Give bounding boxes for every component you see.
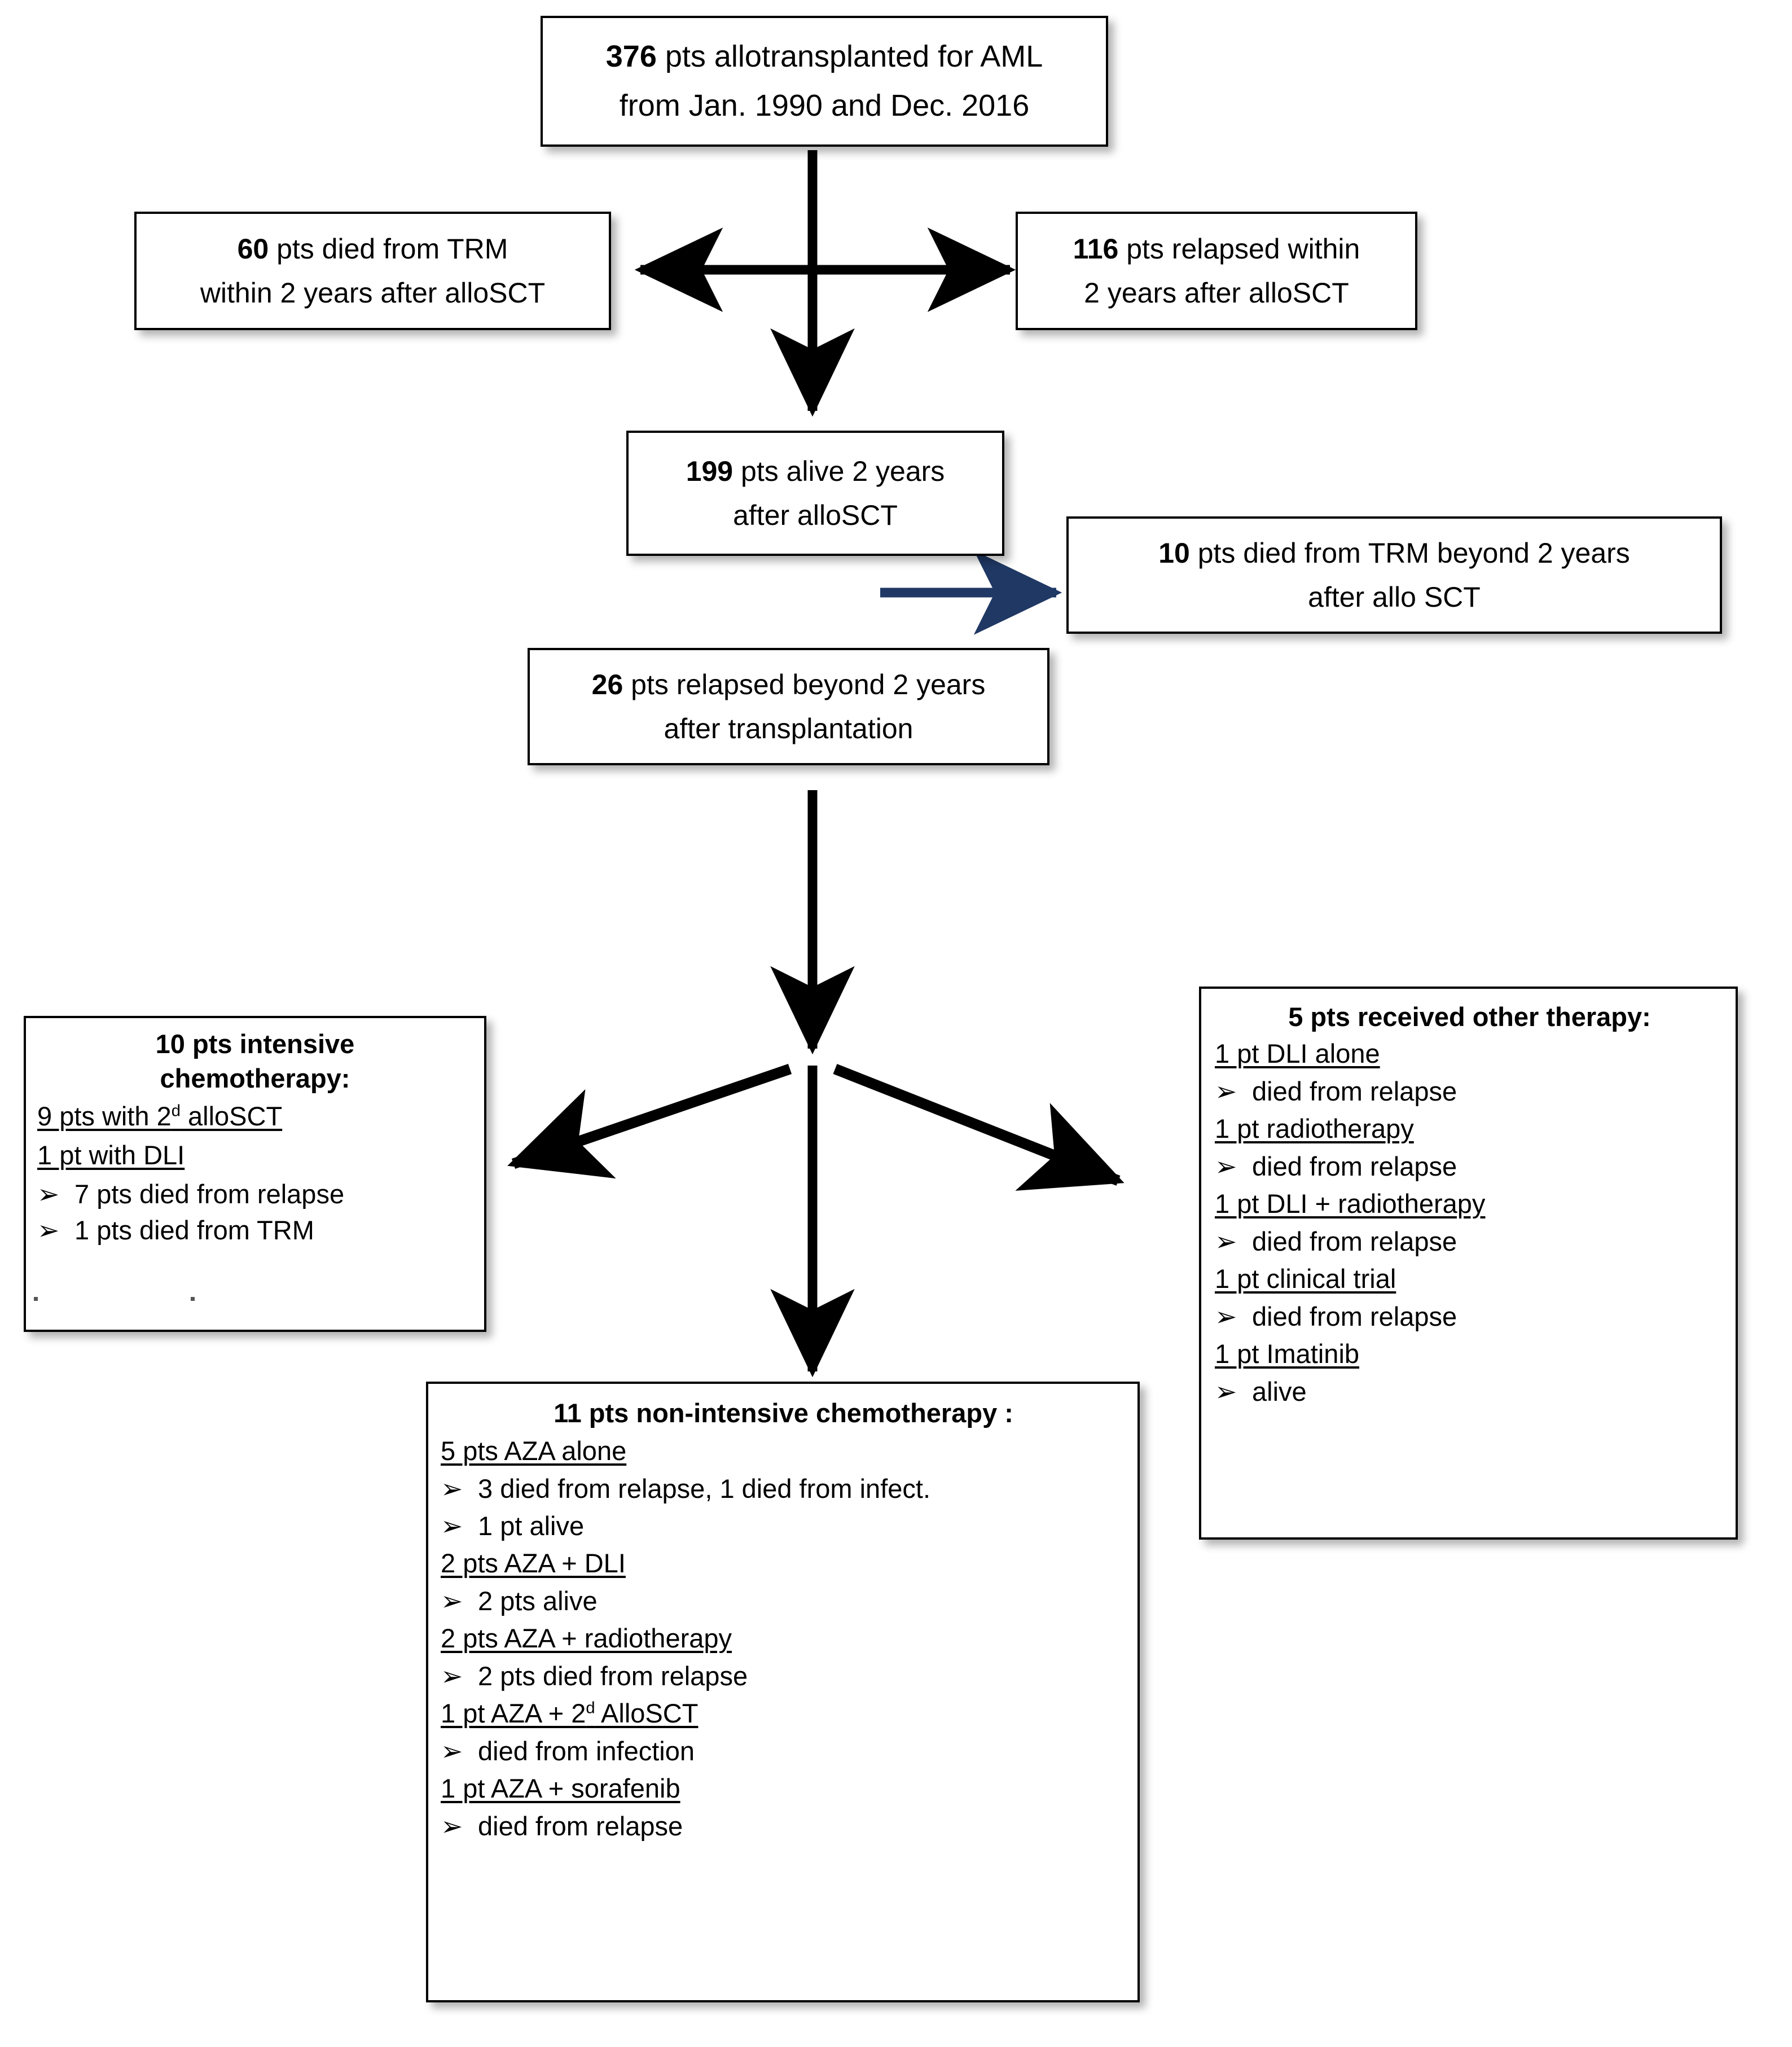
nonintensive-outcome-2: 1 pt alive [478, 1511, 585, 1541]
arrow-bullet-icon: ➢ [441, 1811, 463, 1842]
relapsebeyond-count: 26 [591, 668, 623, 700]
intensive-outcome-trm: 1 pts died from TRM [74, 1215, 314, 1245]
other-outcome-4: died from relapse [1252, 1301, 1457, 1331]
intensive-header-2: chemotherapy: [160, 1063, 350, 1093]
arrow-split-left [507, 1064, 792, 1179]
other-outcome-3: died from relapse [1252, 1226, 1457, 1256]
other-outcome-5: alive [1252, 1377, 1307, 1406]
trmbeyond-label: pts died from TRM beyond 2 years [1189, 537, 1630, 569]
box-trm-beyond-2y: 10 pts died from TRM beyond 2 years afte… [1066, 516, 1722, 634]
relapsebeyond-detail: after transplantation [664, 713, 913, 744]
other-item-list: 1 pt DLI alone ➢ died from relapse 1 pt r… [1215, 1040, 1724, 1405]
trmbeyond-detail: after allo SCT [1308, 581, 1481, 613]
stray-dot-left [34, 1297, 38, 1301]
intensive-outcome-relapse: 7 pts died from relapse [74, 1179, 345, 1209]
intensive-subheading-alloSCT: 9 pts with 2d alloSCT [37, 1101, 283, 1131]
box-total-transplanted: 376 pts allotransplanted for AML from Ja… [541, 16, 1108, 147]
nonintensive-outcome-5: died from infection [478, 1736, 695, 1766]
alive2y-detail: after alloSCT [733, 499, 898, 531]
other-subheading-dli-radiotherapy: 1 pt DLI + radiotherapy [1215, 1189, 1486, 1218]
arrow-bullet-icon: ➢ [1215, 1226, 1237, 1257]
other-count: 5 [1288, 1002, 1303, 1032]
other-outcome-1: died from relapse [1252, 1076, 1457, 1106]
nonintensive-subheading-aza-allosct: 1 pt AZA + 2d AlloSCT [441, 1698, 699, 1728]
arrow-bullet-icon: ➢ [1215, 1377, 1237, 1408]
other-subheading-dli: 1 pt DLI alone [1215, 1038, 1380, 1068]
other-subheading-clinical-trial: 1 pt clinical trial [1215, 1264, 1396, 1294]
box-other-therapy: 5 pts received other therapy: 1 pt DLI a… [1199, 987, 1738, 1540]
arrow-bullet-icon: ➢ [441, 1586, 463, 1617]
arrow-bullet-icon: ➢ [441, 1474, 463, 1505]
other-header: pts received other therapy: [1303, 1002, 1651, 1032]
arrow-bullet-icon: ➢ [1215, 1076, 1237, 1107]
nonintensive-count: 11 [554, 1398, 582, 1428]
nonintensive-subheading-aza-dli: 2 pts AZA + DLI [441, 1548, 626, 1578]
nonintensive-outcome-3: 2 pts alive [478, 1586, 598, 1616]
total-period: from Jan. 1990 and Dec. 2016 [619, 89, 1030, 122]
alive2y-count: 199 [686, 455, 734, 487]
intensive-header-1: pts intensive [185, 1029, 355, 1059]
arrow-bullet-icon: ➢ [1215, 1151, 1237, 1182]
box-non-intensive-chemotherapy: 11 pts non-intensive chemotherapy : 5 pt… [426, 1382, 1140, 2002]
intensive-subheading-dli: 1 pt with DLI [37, 1140, 185, 1170]
relapsebeyond-label: pts relapsed beyond 2 years [623, 668, 986, 700]
nonintensive-header: pts non-intensive chemotherapy : [581, 1398, 1013, 1428]
relapse2y-detail: 2 years after alloSCT [1084, 277, 1349, 309]
other-subheading-radiotherapy: 1 pt radiotherapy [1215, 1114, 1414, 1143]
nonintensive-subheading-aza-alone: 5 pts AZA alone [441, 1436, 627, 1466]
arrow-bullet-icon: ➢ [37, 1215, 60, 1246]
nonintensive-subheading-aza-radiotherapy: 2 pts AZA + radiotherapy [441, 1623, 732, 1653]
trm2y-count: 60 [237, 233, 269, 265]
nonintensive-subheading-aza-sorafenib: 1 pt AZA + sorafenib [441, 1773, 680, 1803]
trm2y-label: pts died from TRM [269, 233, 508, 265]
nonintensive-item-list: 5 pts AZA alone ➢ 3 died from relapse, 1 … [441, 1437, 1126, 1840]
arrow-bullet-icon: ➢ [441, 1736, 463, 1767]
arrow-bullet-icon: ➢ [441, 1511, 463, 1542]
trm2y-detail: within 2 years after alloSCT [200, 277, 546, 309]
other-outcome-2: died from relapse [1252, 1151, 1457, 1181]
other-subheading-imatinib: 1 pt Imatinib [1215, 1339, 1360, 1369]
intensive-count: 10 [155, 1029, 185, 1059]
box-intensive-chemotherapy: 10 pts intensive chemotherapy: 9 pts wit… [24, 1016, 486, 1332]
arrow-bullet-icon: ➢ [37, 1179, 60, 1210]
stray-dot-right [191, 1297, 195, 1301]
relapse2y-count: 116 [1073, 233, 1119, 265]
arrow-split-right [833, 1064, 1125, 1191]
total-count: 376 [605, 40, 657, 74]
arrow-bullet-icon: ➢ [441, 1661, 463, 1692]
box-relapse-within-2y: 116 pts relapsed within 2 years after al… [1016, 212, 1417, 330]
relapse2y-label: pts relapsed within [1118, 233, 1360, 265]
total-label: pts allotransplanted for AML [656, 40, 1043, 74]
nonintensive-outcome-6: died from relapse [478, 1811, 683, 1841]
alive2y-label: pts alive 2 years [733, 455, 945, 487]
nonintensive-outcome-4: 2 pts died from relapse [478, 1661, 748, 1691]
arrow-bullet-icon: ➢ [1215, 1301, 1237, 1332]
nonintensive-outcome-1: 3 died from relapse, 1 died from infect. [478, 1474, 931, 1504]
box-trm-within-2y: 60 pts died from TRM within 2 years afte… [134, 212, 611, 330]
box-alive-2y: 199 pts alive 2 years after alloSCT [626, 431, 1004, 556]
box-relapse-beyond-2y: 26 pts relapsed beyond 2 years after tra… [528, 648, 1049, 765]
trmbeyond-count: 10 [1158, 537, 1190, 569]
intensive-item-list: 9 pts with 2d alloSCT 1 pt with DLI ➢ 7 … [37, 1103, 473, 1244]
